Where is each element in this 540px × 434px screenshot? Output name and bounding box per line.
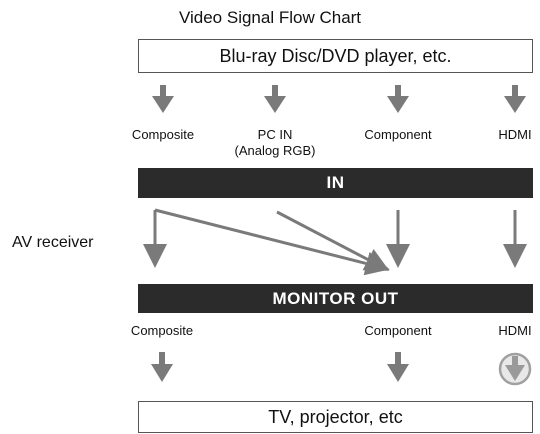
source-device-box: Blu-ray Disc/DVD player, etc.	[138, 39, 533, 73]
output-label-composite: Composite	[130, 323, 194, 338]
pc-in-sublabel: (Analog RGB)	[234, 143, 316, 158]
input-label-component: Component	[364, 127, 432, 142]
pc-in-to-component-arrow	[276, 210, 390, 271]
output-label-hdmi: HDMI	[498, 323, 532, 338]
input-label-pc-in: PC IN (Analog RGB)	[235, 127, 316, 159]
source-device-label: Blu-ray Disc/DVD player, etc.	[219, 45, 452, 66]
composite-input-arrow	[152, 85, 174, 113]
component-input-arrow	[387, 85, 409, 113]
input-arrows	[152, 85, 526, 113]
composite-output-arrow	[151, 352, 173, 382]
pc-in-label: PC IN	[257, 127, 293, 142]
monitor-out-bar: MONITOR OUT	[138, 284, 533, 313]
pc-in-input-arrow	[264, 85, 286, 113]
display-device-box: TV, projector, etc	[138, 401, 533, 433]
component-output-arrow	[387, 352, 409, 382]
display-device-label: TV, projector, etc	[268, 406, 403, 427]
hdmi-input-arrow	[504, 85, 526, 113]
monitor-out-bar-label: MONITOR OUT	[272, 288, 399, 308]
internal-routing-arrows	[143, 208, 527, 276]
in-bar: IN	[138, 168, 533, 198]
av-receiver-label: AV receiver	[12, 234, 94, 251]
in-bar-label: IN	[326, 173, 345, 192]
composite-to-component-arrow	[154, 208, 390, 276]
arrow-in-circle-icon	[498, 352, 532, 386]
output-arrows	[151, 352, 532, 386]
input-label-hdmi: HDMI	[498, 127, 532, 142]
input-label-composite: Composite	[131, 127, 195, 142]
output-label-component: Component	[364, 323, 432, 338]
diagram-title: Video Signal Flow Chart	[178, 8, 362, 27]
